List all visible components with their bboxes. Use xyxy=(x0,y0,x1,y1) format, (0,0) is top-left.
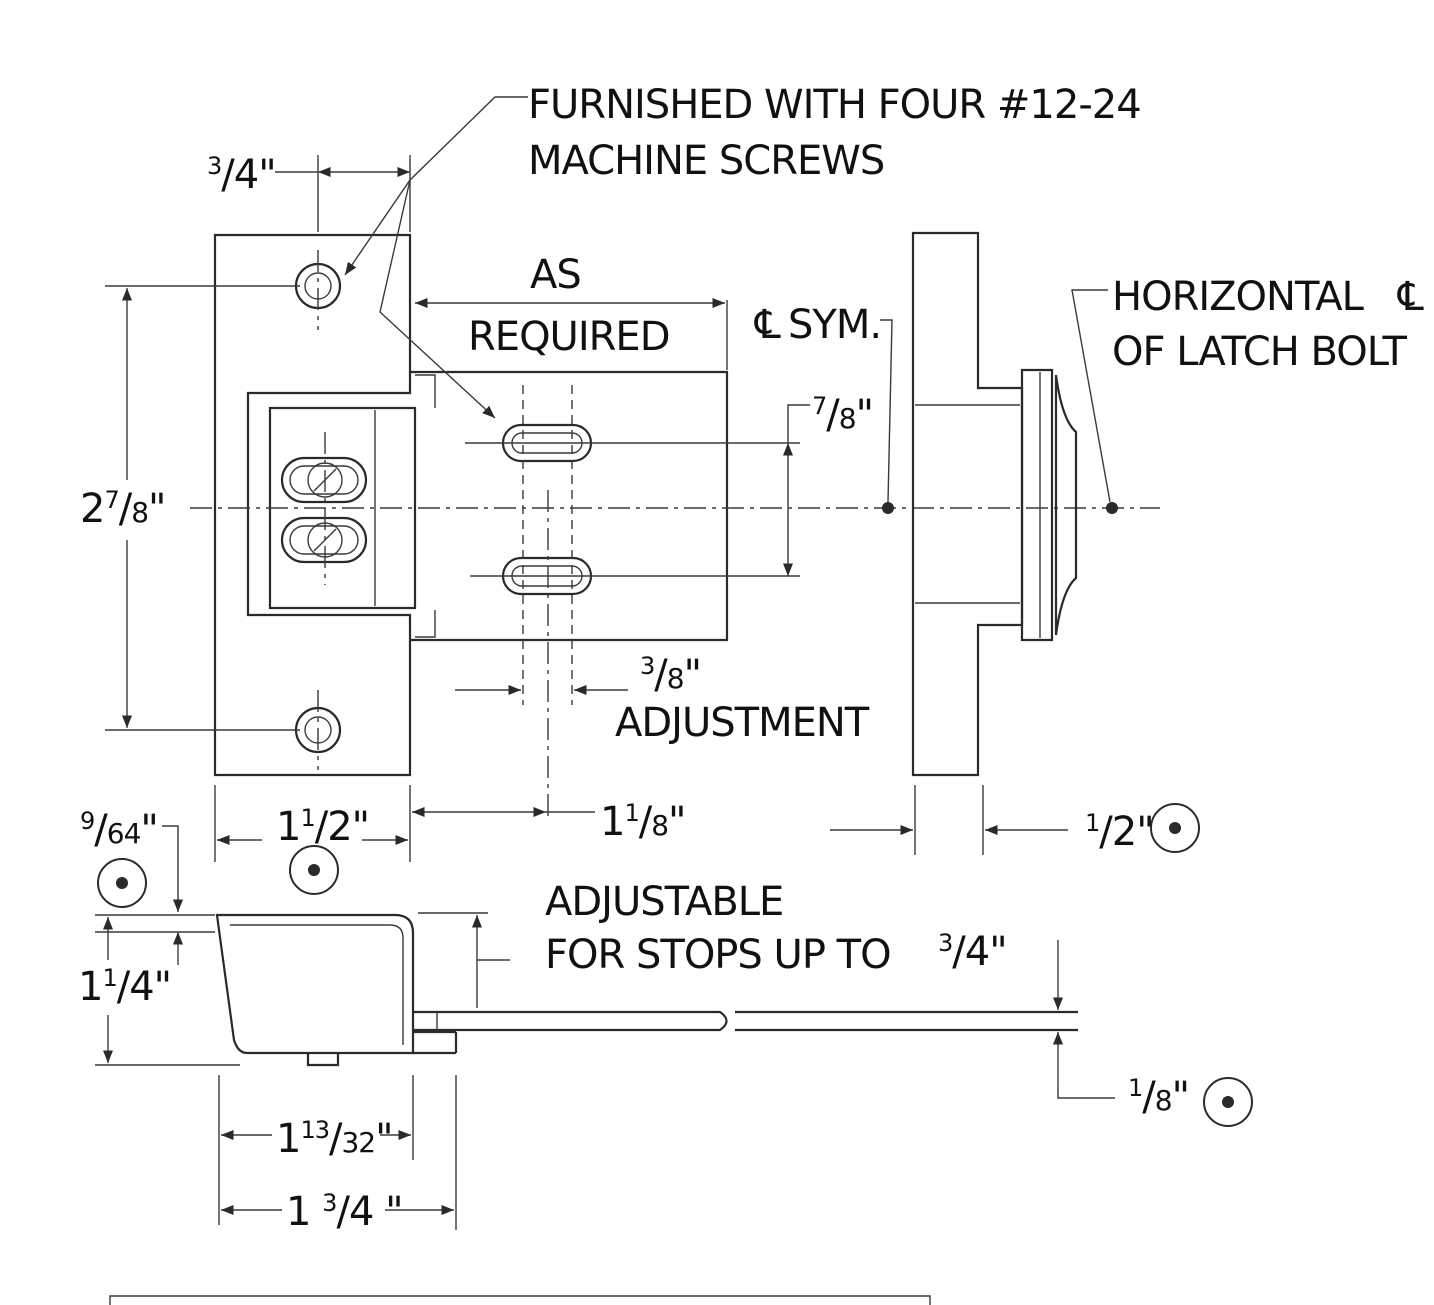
section-marker-side xyxy=(1150,803,1200,853)
note-stops: FOR STOPS UP TO xyxy=(545,932,891,978)
centerline-symbol-latch: ℄ xyxy=(1397,274,1424,320)
dim-offset: 11/8" xyxy=(600,799,685,845)
note-screws-line1: FURNISHED WITH FOUR #12-24 xyxy=(528,82,1141,128)
dim-slot-spacing: 7/8" xyxy=(812,392,873,438)
dim-face-width: 11/2" xyxy=(276,804,369,850)
dim-depth: 11/4" xyxy=(78,964,171,1010)
centerline-symbol-sym: ℄ xyxy=(754,302,781,348)
body-slot-lower xyxy=(280,516,368,564)
section-markers xyxy=(97,803,1253,1127)
note-horizontal: HORIZONTAL xyxy=(1112,274,1365,320)
centerline-dot-latch xyxy=(1106,502,1118,514)
note-adjustment: ADJUSTMENT xyxy=(615,700,870,746)
dim-top-width: 3/4" xyxy=(207,152,276,198)
dim-bar: 1/8" xyxy=(1128,1074,1189,1120)
note-as: AS xyxy=(530,252,581,298)
bottom-view xyxy=(215,913,1078,1067)
dim-body-length: 113/32" xyxy=(276,1116,393,1162)
next-panel-frame xyxy=(109,1295,931,1305)
dim-side-thickness: 1/2" xyxy=(1085,809,1154,855)
side-view xyxy=(882,231,1118,777)
note-required: REQUIRED xyxy=(468,314,670,360)
front-view xyxy=(190,233,1160,820)
note-screws-line2: MACHINE SCREWS xyxy=(528,138,884,184)
note-sym: SYM. xyxy=(788,302,881,348)
face-plate-outline xyxy=(213,233,412,777)
dim-lip: 9/64" xyxy=(80,807,158,853)
dim-height: 27/8" xyxy=(80,486,165,532)
latch-body xyxy=(268,406,417,610)
latch-bar xyxy=(413,1010,728,1032)
dim-stop: 3/4" xyxy=(938,929,1007,975)
section-marker-face xyxy=(289,845,339,895)
dim-adjust: 3/8" xyxy=(640,652,701,698)
section-marker-lip xyxy=(97,858,147,908)
note-of-latch-bolt: OF LATCH BOLT xyxy=(1112,329,1407,375)
dimension-lines xyxy=(95,96,1115,1230)
dim-overall-length: 1 3/4 " xyxy=(286,1189,403,1235)
centerline-dot-sym xyxy=(882,502,894,514)
section-marker-bar xyxy=(1203,1077,1253,1127)
note-adjustable: ADJUSTABLE xyxy=(545,879,783,925)
body-slot-upper xyxy=(280,456,368,504)
extension-plate xyxy=(410,370,729,642)
